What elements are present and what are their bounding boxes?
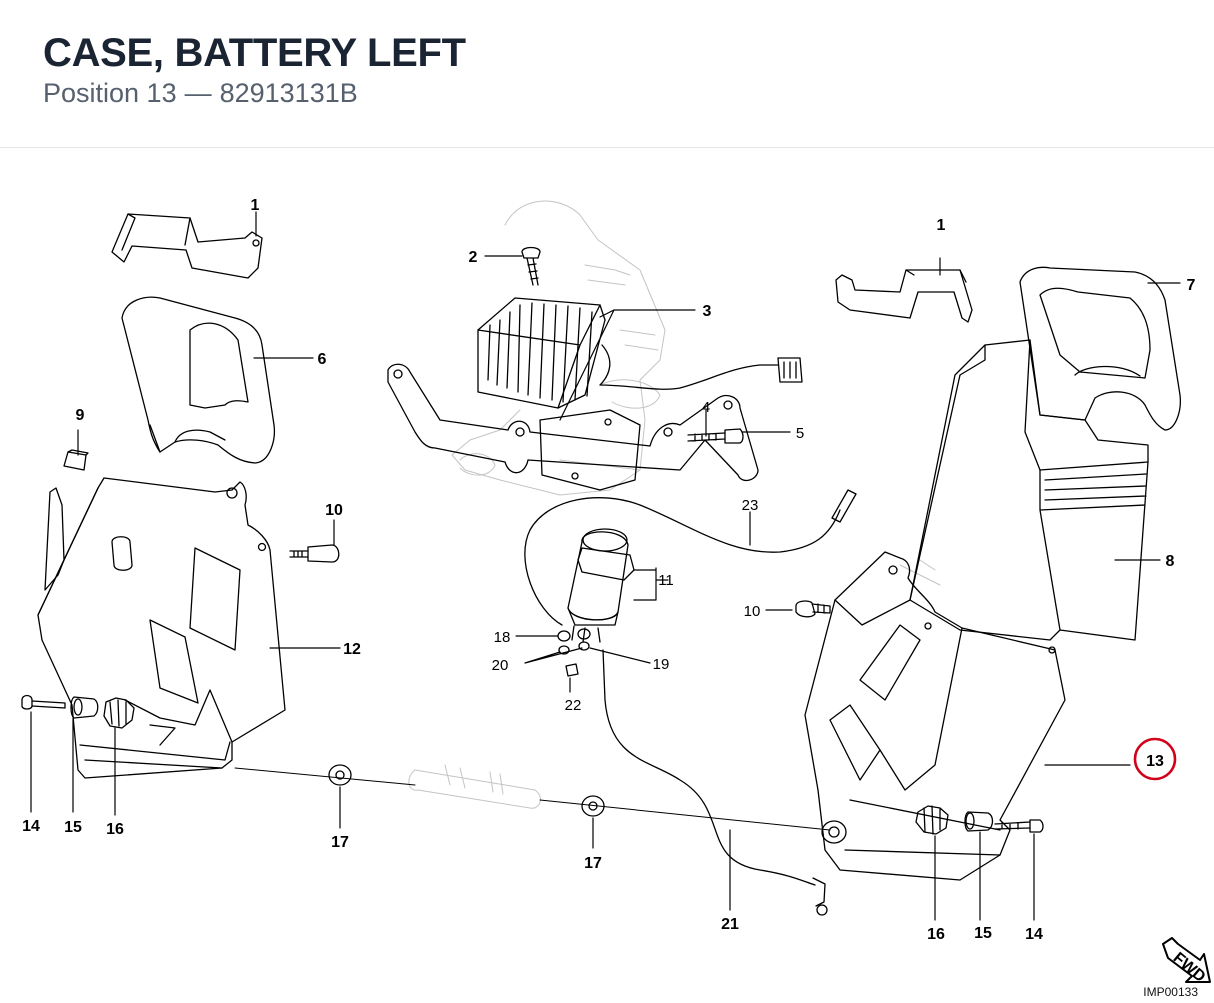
regulator-wiring — [599, 344, 803, 390]
callout-20: 20 — [492, 657, 509, 674]
part-9-pad — [63, 449, 89, 471]
part-2-screw — [521, 246, 541, 286]
callout-12: 12 — [343, 641, 361, 658]
callout-16-right: 16 — [927, 926, 945, 943]
exploded-parts-diagram: FWD 1 1 2 3 — [21, 197, 1211, 986]
frame-background — [408, 200, 941, 809]
callout-6: 6 — [318, 351, 327, 368]
callout-9: 9 — [76, 407, 85, 424]
part-13-case-right — [804, 551, 1066, 881]
callout-2: 2 — [469, 249, 478, 266]
part-11-relay — [567, 528, 635, 643]
part-16-rubber-right — [915, 805, 949, 835]
regulator-bracket — [387, 363, 759, 491]
mounting-axis-line — [234, 767, 831, 831]
fwd-arrow-icon: FWD — [1162, 937, 1211, 986]
callout-17-a: 17 — [331, 834, 349, 851]
callout-3: 3 — [703, 303, 712, 320]
part-8-battery — [909, 339, 1149, 641]
callout-10-left: 10 — [325, 502, 343, 519]
parts-18-20-22-nuts — [557, 628, 591, 677]
callout-23: 23 — [742, 497, 759, 514]
callout-21: 21 — [721, 916, 739, 933]
page-title: CASE, BATTERY LEFT — [43, 31, 466, 75]
callout-labels: 1 1 2 3 4 5 6 7 8 9 10 10 11 12 13 14 14… — [22, 197, 1195, 943]
callout-18: 18 — [494, 629, 511, 646]
callout-15-right: 15 — [974, 925, 992, 942]
part-7-cover-right — [1019, 266, 1181, 431]
part-23-cable — [524, 489, 857, 626]
callout-5: 5 — [796, 425, 804, 442]
callout-10-right: 10 — [744, 603, 761, 620]
leader-lines — [30, 211, 1181, 921]
callout-8: 8 — [1166, 553, 1175, 570]
callout-17-b: 17 — [584, 855, 602, 872]
part-1-bracket-left — [111, 213, 263, 279]
page-header: CASE, BATTERY LEFT Position 13—82913131B — [0, 0, 1214, 148]
part-3-regulator — [477, 297, 606, 409]
image-code: IMP00133 — [1143, 985, 1198, 999]
callout-11: 11 — [658, 572, 674, 589]
part-14-bolt-right — [994, 819, 1044, 833]
part-14-bolt-left — [21, 694, 66, 710]
part-15-spacer-left — [70, 696, 99, 719]
page-subtitle: Position 13—82913131B — [43, 77, 358, 109]
part-16-rubber-left — [103, 697, 135, 729]
highlight-circle-13 — [1133, 737, 1177, 781]
part-1-bracket-right — [835, 269, 973, 323]
part-17-washer-a — [328, 764, 352, 786]
part-10-bolt-right — [795, 600, 831, 618]
callout-15-left: 15 — [64, 819, 82, 836]
callout-13: 13 — [1146, 753, 1164, 770]
part-6-cover-left — [121, 296, 276, 464]
callout-19: 19 — [653, 656, 670, 673]
part-12-case-left — [37, 477, 286, 779]
part-number: 82913131B — [219, 78, 358, 108]
part-15-spacer-right — [964, 811, 994, 832]
callout-1-right: 1 — [937, 217, 946, 234]
callout-14-right: 14 — [1025, 926, 1043, 943]
callout-1-left: 1 — [251, 197, 260, 214]
subtitle-separator: — — [184, 78, 212, 108]
part-10-bolt-left — [289, 544, 340, 563]
callout-22: 22 — [565, 697, 582, 714]
callout-4: 4 — [702, 399, 710, 416]
callout-7: 7 — [1187, 277, 1196, 294]
position-label: Position 13 — [43, 78, 177, 108]
part-4-bolt — [687, 428, 744, 444]
callout-16-left: 16 — [106, 821, 124, 838]
part-21-cable — [602, 649, 828, 916]
callout-14-left: 14 — [22, 818, 40, 835]
